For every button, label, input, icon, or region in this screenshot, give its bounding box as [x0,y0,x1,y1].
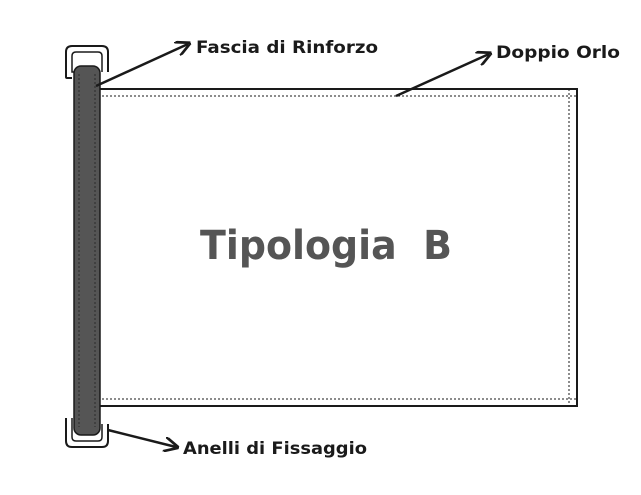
hem-stitching [94,89,577,406]
fixing-rings-arrow [107,428,176,447]
reinforcement-band [73,65,101,436]
diagram-title: Tipologia B [200,223,452,269]
double-hem-label: Doppio Orlo [496,43,620,63]
reinforcement-band-label: Fascia di Rinforzo [196,38,378,58]
reinforcement-band-arrow [95,44,188,88]
double-hem-arrow [395,54,489,98]
top-fixing-ring-icon [65,45,109,79]
fixing-rings-label: Anelli di Fissaggio [183,439,367,459]
flag-body [93,88,578,407]
bottom-fixing-ring-icon [65,418,109,448]
